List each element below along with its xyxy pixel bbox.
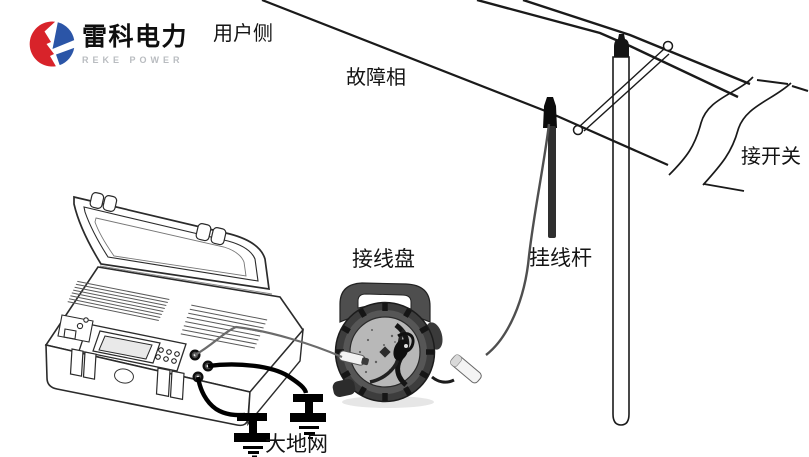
label-hanging-rod: 挂线杆	[529, 246, 592, 270]
label-earth-grid: 大地网	[265, 432, 328, 456]
power-panel	[57, 314, 94, 343]
case-latch	[155, 367, 185, 401]
line-break-mark	[668, 76, 809, 192]
line-clamp	[543, 97, 557, 128]
lid-hinge-block	[195, 223, 227, 246]
utility-pole	[612, 34, 630, 426]
company-name-english: REKE POWER	[82, 54, 184, 65]
instrument-lid	[73, 192, 270, 291]
label-cable-reel: 接线盘	[352, 247, 415, 271]
test-lead-wire	[485, 123, 551, 356]
hanging-rod	[543, 97, 557, 238]
instrument-screen	[78, 323, 187, 372]
earth-symbol	[299, 426, 319, 439]
fault-locator-instrument	[44, 192, 305, 427]
reel-output-connector	[450, 354, 482, 384]
reel-feed-cable	[194, 325, 343, 359]
ground-stake-left	[234, 413, 270, 457]
label-to-switch: 接开关	[741, 146, 801, 168]
logo-text: 雷科电力 REKE POWER	[82, 20, 189, 65]
instrument-body	[44, 265, 305, 427]
lid-hinge-block	[89, 192, 118, 212]
wound-cable-bundle	[369, 323, 415, 387]
fault-phase-line	[261, 0, 669, 167]
pole-insulator	[614, 34, 629, 57]
reel-disc-speckles	[358, 329, 403, 374]
label-user-side: 用户侧	[213, 23, 273, 45]
front-indent	[114, 368, 134, 384]
ground-cable-right	[207, 362, 309, 394]
keypad-buttons	[155, 347, 180, 364]
cable-reel	[332, 282, 482, 408]
company-name: 雷科电力	[82, 23, 189, 51]
label-fault-phase: 故障相	[346, 67, 406, 89]
reke-power-logo-icon	[29, 21, 75, 67]
ground-stake-right	[290, 394, 326, 439]
earth-symbol	[243, 446, 263, 457]
case-latch	[69, 348, 97, 380]
reel-rim-slots	[336, 303, 434, 401]
overhead-line-pair	[476, 0, 751, 99]
lcd-display	[98, 335, 153, 360]
vent-grille	[67, 280, 170, 321]
company-logo: 雷科电力 REKE POWER	[28, 20, 188, 68]
